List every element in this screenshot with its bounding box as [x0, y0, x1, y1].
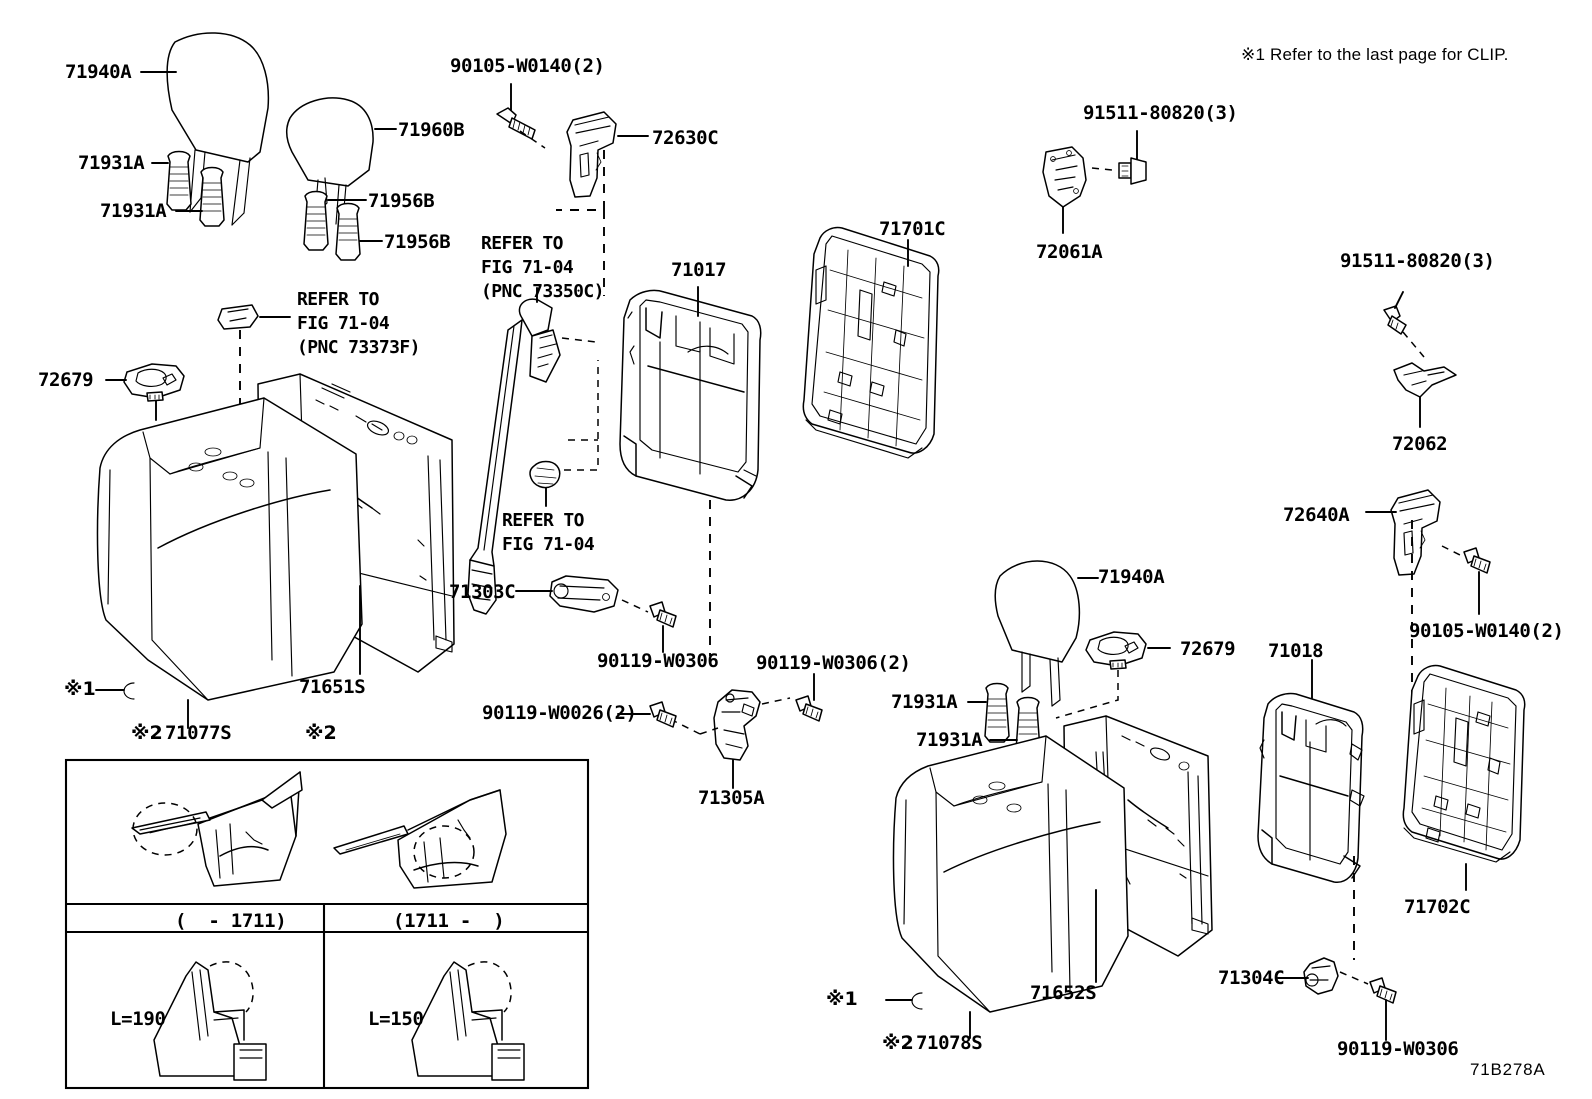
headrest-support-pins-right [984, 682, 1041, 757]
label-71651S: 71651S [299, 676, 366, 698]
label-72061A: 72061A [1036, 241, 1103, 263]
headrest-center-art [286, 97, 374, 225]
label-71018: 71018 [1268, 640, 1324, 662]
label-90119-W0306-c: 90119-W0306 [1337, 1038, 1459, 1060]
label-71078S: 71078S [916, 1032, 983, 1054]
bolt-90119-W0026-art [649, 701, 677, 728]
label-71931A-2: 71931A [100, 200, 167, 222]
board-71701C-art [802, 226, 940, 459]
bolt-90119-b-art [795, 695, 823, 722]
label-71960B: 71960B [398, 119, 465, 141]
label-72062: 72062 [1392, 433, 1448, 455]
label-71017: 71017 [671, 259, 727, 281]
label-71303C: 71303C [449, 581, 516, 603]
headrest-right-art [994, 560, 1081, 707]
striker-71303C-art [549, 575, 619, 613]
bracket-72061A-art [1042, 146, 1087, 208]
label-91511-80820-right: 91511-80820(3) [1340, 250, 1495, 272]
board-71702C-art [1402, 664, 1526, 863]
striker-71304C-art [1303, 957, 1339, 995]
bolt-91511-left-art [1118, 157, 1147, 185]
label-71940A-left: 71940A [65, 61, 132, 83]
label-91511-80820-left: 91511-80820(3) [1083, 102, 1238, 124]
headrest-left-art [166, 32, 270, 226]
label-71931A-1: 71931A [78, 152, 145, 174]
inset-header-col1: ( - 1711) [175, 910, 287, 932]
hinge-71305A-art [713, 689, 761, 761]
hinge-72630C-art [566, 111, 617, 198]
refer-block-73350C: REFER TO FIG 71-04 (PNC 73350C) [481, 233, 604, 302]
label-71305A: 71305A [698, 787, 765, 809]
cover-72679-right-art [1085, 631, 1147, 670]
marker-star1-left: ※1 [64, 678, 96, 700]
label-71940A-right: 71940A [1098, 566, 1165, 588]
clip-73373F-art [217, 304, 259, 330]
inset-table-art [64, 758, 590, 1090]
inset-length-col1: L=190 [110, 1008, 166, 1030]
label-71931A-r1: 71931A [891, 691, 958, 713]
label-71702C: 71702C [1404, 896, 1471, 918]
bolt-90119-a-art [649, 601, 677, 628]
label-90105-W0140-right: 90105-W0140(2) [1409, 620, 1564, 642]
label-71652S: 71652S [1030, 982, 1097, 1004]
bracket-72062-art [1393, 362, 1457, 398]
bolt-90105-top-art [496, 107, 536, 140]
label-90119-W0306-a: 90119-W0306 [597, 650, 719, 672]
headrest-support-pins-left [166, 150, 225, 227]
marker-star1-right: ※1 [826, 988, 858, 1010]
grommet-art [529, 460, 561, 489]
inset-length-col2: L=150 [368, 1008, 424, 1030]
label-72679-right: 72679 [1180, 638, 1236, 660]
label-90119-W0026: 90119-W0026(2) [482, 702, 637, 724]
label-71077S: 71077S [165, 722, 232, 744]
label-71931A-r2: 71931A [916, 729, 983, 751]
marker-star2-b: ※2 [305, 722, 337, 744]
label-71956B-1: 71956B [368, 190, 435, 212]
label-90105-W0140-top: 90105-W0140(2) [450, 55, 605, 77]
hinge-72640A-art [1390, 489, 1441, 576]
refer-block-7104: REFER TO FIG 71-04 [502, 510, 595, 555]
diagram-id: 71B278A [1470, 1060, 1546, 1079]
refer-block-73373F: REFER TO FIG 71-04 (PNC 73373F) [297, 289, 420, 358]
label-71304C: 71304C [1218, 967, 1285, 989]
label-72640A: 72640A [1283, 504, 1350, 526]
bolt-90119-c-art [1369, 977, 1397, 1004]
label-72679-left: 72679 [38, 369, 94, 391]
frame-71017-art [619, 289, 762, 501]
seat-back-left-art [96, 373, 455, 701]
label-71701C: 71701C [879, 218, 946, 240]
frame-71018-art [1257, 692, 1365, 883]
label-71956B-2: 71956B [384, 231, 451, 253]
headrest-support-pins-center [303, 190, 361, 261]
marker-star2-right: ※2 [882, 1032, 914, 1054]
clip-note: ※1 Refer to the last page for CLIP. [1241, 45, 1509, 64]
marker-star2-left: ※2 [131, 722, 163, 744]
label-90119-W0306-b: 90119-W0306(2) [756, 652, 911, 674]
inset-header-col2: (1711 - ) [393, 910, 505, 932]
bolt-90105-right-art [1463, 547, 1491, 574]
cover-72679-left-art [123, 363, 185, 402]
seat-back-right-art [892, 715, 1213, 1013]
seat-belt-art [467, 298, 561, 615]
label-72630C: 72630C [652, 127, 719, 149]
bolt-91511-right-art [1383, 305, 1407, 335]
